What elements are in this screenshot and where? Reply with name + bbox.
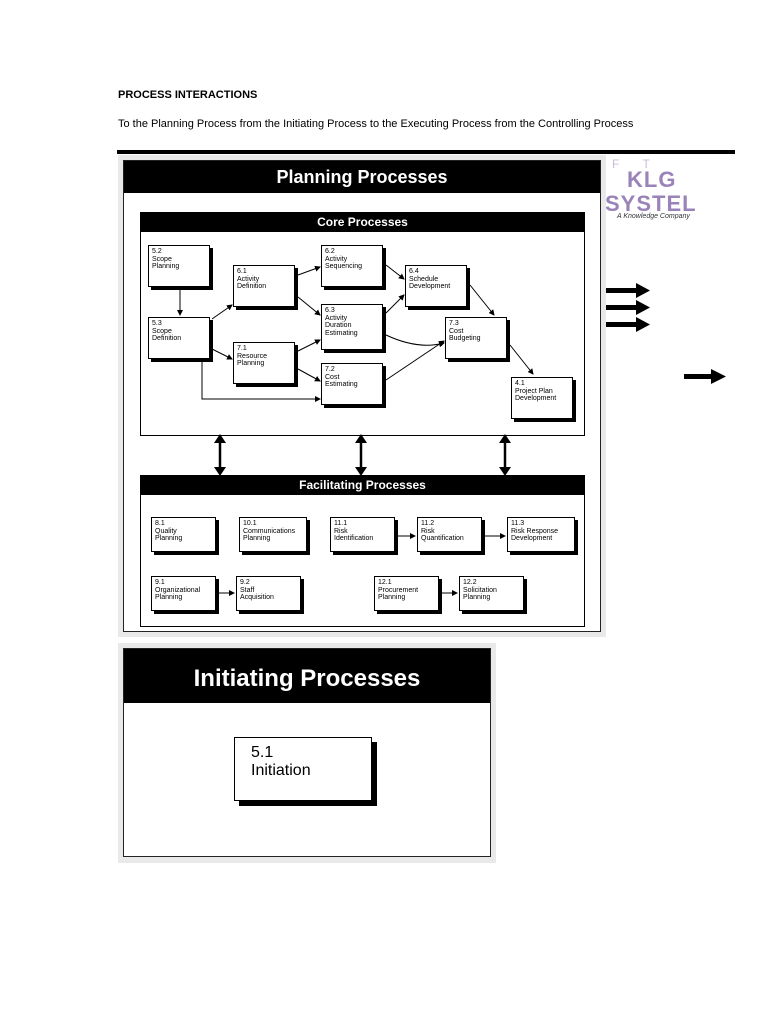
process-box-activity-definition: 6.1 Activity Definition	[233, 265, 295, 307]
facilitating-processes-banner: Facilitating Processes	[140, 475, 585, 495]
process-box-risk-quantification: 11.2 Risk Quantification	[417, 517, 482, 552]
process-box-project-plan-development: 4.1 Project Plan Development	[511, 377, 573, 419]
initiating-banner: Initiating Processes	[124, 649, 490, 703]
initiating-processes-figure: Initiating Processes 5.1 Initiation	[118, 643, 496, 863]
process-box-cost-budgeting: 7.3 Cost Budgeting	[445, 317, 507, 359]
core-processes-banner: Core Processes	[140, 212, 585, 232]
logo-tagline: A Knowledge Company	[617, 213, 690, 220]
initiation-box-number: 5.1	[251, 744, 274, 761]
process-box-scope-definition: 5.3 Scope Definition	[148, 317, 210, 359]
process-box-quality-planning: 8.1 Quality Planning	[151, 517, 216, 552]
process-box-solicitation-planning: 12.2 Solicitation Planning	[459, 576, 524, 611]
logo-top-letters: F T	[612, 157, 660, 171]
process-box-communications-planning: 10.1 Communications Planning	[239, 517, 307, 552]
process-box-schedule-development: 6.4 Schedule Development	[405, 265, 467, 307]
process-box-staff-acquisition: 9.2 Staff Acquisition	[236, 576, 301, 611]
intro-paragraph: To the Planning Process from the Initiat…	[118, 118, 634, 130]
logo-klg-text: KLG	[627, 167, 677, 192]
process-box-risk-response-development: 11.3 Risk Response Development	[507, 517, 575, 552]
process-box-activity-sequencing: 6.2 Activity Sequencing	[321, 245, 383, 287]
process-box-risk-identification: 11.1 Risk Identification	[330, 517, 395, 552]
process-box-procurement-planning: 12.1 Procurement Planning	[374, 576, 439, 611]
planning-processes-figure: Planning Processes Core Processes Facili…	[118, 155, 606, 637]
horizontal-rule	[117, 150, 735, 154]
document-heading: PROCESS INTERACTIONS	[118, 89, 258, 101]
planning-connector-arrows	[177, 264, 534, 596]
process-box-resource-planning: 7.1 Resource Planning	[233, 342, 295, 384]
process-box-organizational-planning: 9.1 Organizational Planning	[151, 576, 216, 611]
initiation-box-label: Initiation	[251, 762, 311, 779]
initiation-process-box: 5.1 Initiation	[234, 737, 372, 801]
process-box-scope-planning: 5.2 Scope Planning	[148, 245, 210, 287]
logo-systel-text: SYSTEL	[605, 191, 697, 216]
planning-banner: Planning Processes	[124, 161, 600, 193]
process-box-activity-duration-estimating: 6.3 Activity Duration Estimating	[321, 304, 383, 350]
process-box-cost-estimating: 7.2 Cost Estimating	[321, 363, 383, 405]
